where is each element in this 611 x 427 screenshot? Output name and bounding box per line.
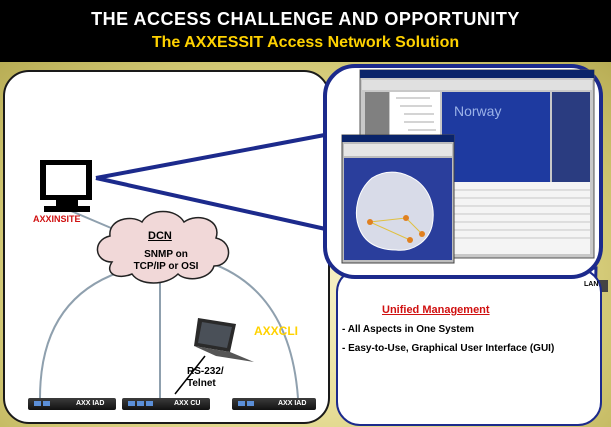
device-led [128, 401, 135, 406]
cloud-text: SNMP on TCP/IP or OSI [121, 249, 211, 273]
unified-management-title: Unified Management [382, 304, 490, 316]
slide-title: THE ACCESS CHALLENGE AND OPPORTUNITY [91, 9, 520, 29]
bullet-item: - Easy-to-Use, Graphical User Interface … [342, 343, 555, 354]
bullet-item: - All Aspects in One System [342, 324, 475, 335]
device-led [247, 401, 254, 406]
cloud-line-1: SNMP on [144, 249, 188, 260]
device-led [34, 401, 41, 406]
serial-line-1: RS-232/ [187, 366, 224, 377]
laptop-icon [194, 318, 254, 362]
dcn-label: DCN [148, 230, 172, 242]
device-led [137, 401, 144, 406]
axxcli-label: AXXCLI [254, 324, 299, 338]
axxinsite-label: AXXINSITE [33, 214, 81, 224]
serial-label: RS-232/ Telnet [187, 366, 224, 390]
serial-line-2: Telnet [187, 378, 216, 389]
dcn-cloud [96, 210, 230, 284]
device-iad-right: AXX IAD [232, 398, 316, 410]
lan-label: LAN [584, 281, 599, 288]
workstation-icon [40, 160, 92, 212]
link-iad-right [207, 261, 299, 399]
device-led [43, 401, 50, 406]
lan-icon [598, 280, 608, 292]
device-label: AXX CU [174, 400, 201, 407]
device-cu: AXX CU [122, 398, 210, 410]
link-iad-left [39, 271, 121, 399]
device-iad-left: AXX IAD [28, 398, 116, 410]
callout-pointer-line [95, 132, 331, 180]
slide-subtitle: The AXXESSIT Access Network Solution [151, 34, 460, 51]
front-window [341, 134, 455, 264]
device-led [238, 401, 245, 406]
device-led [146, 401, 153, 406]
serial-link [174, 355, 206, 395]
device-label: AXX IAD [278, 400, 307, 407]
cloud-line-2: TCP/IP or OSI [133, 261, 199, 272]
callout-pointer-line [95, 176, 331, 232]
map-title: Norway [454, 103, 501, 119]
device-label: AXX IAD [76, 400, 105, 407]
